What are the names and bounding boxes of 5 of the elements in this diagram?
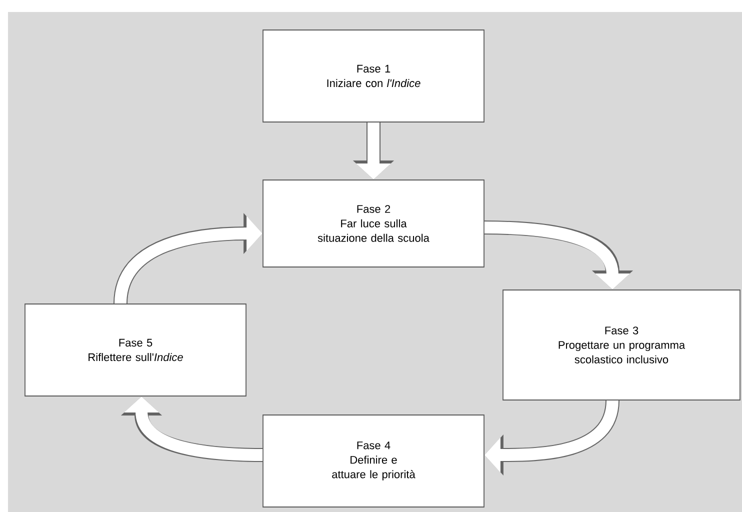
process-box: Fase 5 Riflettere sull'Indice [24,304,246,396]
process-box: Fase 1 Iniziare con l'Indice [262,30,484,122]
process-box: Fase 4 Definire e attuare le priorità [262,414,484,508]
process-box: Fase 2 Far luce sulla situazione della scuola [262,180,484,268]
process-box: Fase 3 Progettare un programma scolastico inclusivo [502,290,740,400]
